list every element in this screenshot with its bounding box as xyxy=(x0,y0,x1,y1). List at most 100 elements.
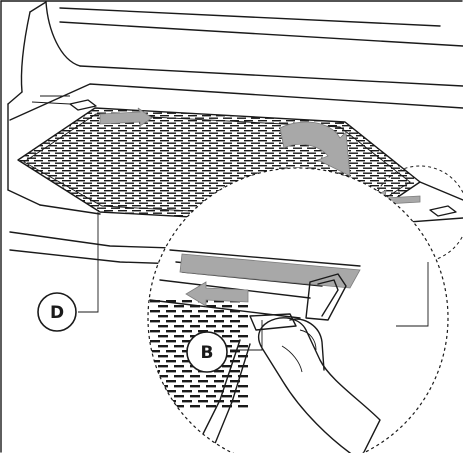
grille-slot-magnified xyxy=(222,395,232,398)
grille-slot xyxy=(216,145,225,147)
grille-slot-magnified xyxy=(198,380,208,383)
grille-slot-magnified xyxy=(174,325,184,328)
grille-slot-magnified xyxy=(174,355,184,358)
grille-slot xyxy=(174,155,183,157)
grille-slot xyxy=(279,147,288,149)
grille-slot xyxy=(97,202,106,204)
grille-slot xyxy=(97,157,106,159)
grille-slot xyxy=(356,115,365,117)
grille-slot xyxy=(244,155,253,157)
grille-slot xyxy=(104,160,113,162)
grille-slot xyxy=(307,157,316,159)
grille-slot xyxy=(118,215,127,217)
grille-slot-magnified xyxy=(150,350,160,353)
grille-slot xyxy=(62,175,71,177)
grille-slot-magnified xyxy=(174,385,184,388)
grille-slot xyxy=(321,112,330,114)
grille-slot xyxy=(209,142,218,144)
grille-slot xyxy=(230,170,239,172)
grille-slot xyxy=(69,112,78,114)
grille-slot-magnified xyxy=(182,360,192,363)
grille-slot xyxy=(160,170,169,172)
grille-slot-magnified xyxy=(150,390,160,393)
grille-slot xyxy=(34,195,43,197)
grille-slot xyxy=(97,112,106,114)
grille-slot-magnified xyxy=(166,340,176,343)
grille-slot xyxy=(223,117,232,119)
grille-slot xyxy=(209,172,218,174)
grille-slot-magnified xyxy=(166,360,176,363)
grille-slot xyxy=(83,167,92,169)
grille-slot xyxy=(153,117,162,119)
grille-slot xyxy=(62,135,71,137)
grille-slot xyxy=(160,145,169,147)
grille-slot xyxy=(398,160,407,162)
grille-slot xyxy=(48,210,57,212)
grille-slot xyxy=(90,115,99,117)
grille-slot xyxy=(20,200,29,202)
grille-slot xyxy=(153,167,162,169)
grille-slot xyxy=(314,115,323,117)
grille-slot xyxy=(83,147,92,149)
grille-slot xyxy=(307,112,316,114)
grille-slot xyxy=(265,112,274,114)
grille-slot xyxy=(90,180,99,182)
grille-slot xyxy=(146,165,155,167)
grille-slot xyxy=(195,122,204,124)
grille-slot xyxy=(146,160,155,162)
grille-slot xyxy=(90,150,99,152)
grille-slot xyxy=(125,157,134,159)
grille-slot-magnified xyxy=(182,380,192,383)
grille-slot xyxy=(139,222,148,224)
grille-slot-magnified xyxy=(222,375,232,378)
grille-slot xyxy=(398,140,407,142)
grille-slot xyxy=(118,180,127,182)
grille-slot xyxy=(125,202,134,204)
grille-slot xyxy=(384,190,393,192)
grille-slot xyxy=(209,157,218,159)
grille-slot xyxy=(398,120,407,122)
grille-slot xyxy=(209,167,218,169)
grille-slot xyxy=(181,122,190,124)
grille-slot xyxy=(48,125,57,127)
grille-slot-magnified xyxy=(222,405,232,408)
grille-slot xyxy=(307,147,316,149)
grille-slot xyxy=(181,157,190,159)
grille-slot xyxy=(244,135,253,137)
grille-slot xyxy=(167,147,176,149)
grille-slot xyxy=(167,202,176,204)
grille-slot-magnified xyxy=(182,400,192,403)
grille-slot xyxy=(391,152,400,154)
grille-slot xyxy=(321,167,330,169)
grille-slot xyxy=(391,187,400,189)
grille-slot xyxy=(391,177,400,179)
grille-slot xyxy=(34,200,43,202)
grille-slot xyxy=(27,172,36,174)
grille-slot xyxy=(391,132,400,134)
grille-slot xyxy=(328,170,337,172)
grille-slot xyxy=(146,175,155,177)
grille-slot xyxy=(384,170,393,172)
grille-slot xyxy=(265,167,274,169)
grille-slot-magnified xyxy=(166,330,176,333)
grille-slot xyxy=(153,112,162,114)
grille-slot xyxy=(104,170,113,172)
grille-slot xyxy=(118,135,127,137)
grille-slot xyxy=(167,137,176,139)
grille-slot xyxy=(237,167,246,169)
grille-slot xyxy=(258,110,267,112)
grille-slot xyxy=(244,145,253,147)
grille-slot-magnified xyxy=(158,385,168,388)
grille-slot-magnified xyxy=(238,385,248,388)
grille-slot xyxy=(160,200,169,202)
grille-slot xyxy=(370,160,379,162)
grille-slot-magnified xyxy=(158,365,168,368)
grille-slot xyxy=(27,212,36,214)
grille-slot xyxy=(118,130,127,132)
grille-slot xyxy=(335,117,344,119)
grille-slot xyxy=(251,127,260,129)
grille-slot xyxy=(111,152,120,154)
grille-slot xyxy=(209,117,218,119)
grille-slot xyxy=(188,125,197,127)
grille-slot xyxy=(104,140,113,142)
